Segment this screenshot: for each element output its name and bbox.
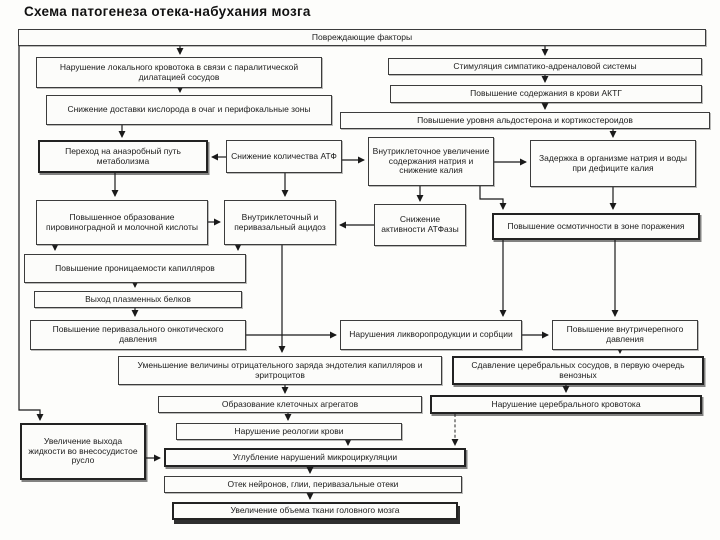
node-atpase-activity: Снижение активности АТФазы (374, 204, 466, 246)
node-aldosterone: Повышение уровня альдостерона и кортикос… (340, 112, 710, 129)
node-label: Нарушения ликворопродукции и сорбции (349, 329, 513, 340)
node-label: Уменьшение величины отрицательного заряд… (137, 359, 423, 380)
node-local-blood-flow: Нарушение локального кровотока в связи с… (36, 57, 322, 88)
node-label: Повышение внутричерепного давления (566, 324, 684, 344)
node-oncotic-pressure: Повышение перивазального онкотического д… (30, 320, 246, 350)
node-label: Переход на анаэробный путь метаболизма (65, 145, 181, 166)
node-label: Нарушение церебрального кровотока (491, 398, 641, 409)
node-intracellular-sodium: Внутриклеточное увеличение содержания на… (368, 137, 494, 186)
node-label: Выход плазменных белков (85, 293, 191, 304)
node-label: Увеличение объема ткани головного мозга (230, 505, 400, 516)
node-vessel-compression: Сдавление церебральных сосудов, в первую… (452, 356, 704, 385)
node-label: Нарушение реологии крови (234, 425, 344, 436)
node-label: Нарушение локального кровотока в связи с… (59, 61, 299, 82)
node-label: Повышение осмотичности в зоне поражения (507, 220, 685, 231)
node-cell-aggregates: Образование клеточных агрегатов (158, 396, 422, 413)
node-osmolarity-increase: Повышение осмотичности в зоне поражения (492, 213, 700, 240)
node-label: Повреждающие факторы (311, 31, 413, 42)
node-label: Углубление нарушений микроциркуляции (232, 451, 398, 462)
node-label: Снижение активности АТФазы (381, 214, 459, 234)
node-pyruvate-lactate: Повышенное образование пировиноградной и… (36, 200, 208, 245)
node-label: Повышенное образование пировиноградной и… (46, 211, 198, 232)
node-csf-production: Нарушения ликворопродукции и сорбции (340, 320, 522, 350)
node-blood-rheology: Нарушение реологии крови (176, 423, 402, 440)
node-cerebral-blood-flow: Нарушение церебрального кровотока (430, 395, 702, 414)
node-neuron-glia-edema: Отек нейронов, глии, перивазальные отеки (164, 476, 462, 493)
node-fluid-extravasation: Увеличение выхода жидкости во внесосудис… (20, 423, 146, 480)
node-sodium-water-retention: Задержка в организме натрия и воды при д… (530, 140, 696, 187)
node-plasma-proteins: Выход плазменных белков (34, 291, 242, 308)
node-label: Сдавление церебральных сосудов, в первую… (471, 359, 685, 380)
node-microcirculation: Углубление нарушений микроциркуляции (164, 448, 466, 467)
node-acidosis: Внутриклеточный и перивазальный ацидоз (224, 200, 336, 245)
node-label: Внутриклеточное увеличение содержания на… (372, 146, 490, 176)
node-oxygen-delivery: Снижение доставки кислорода в очаг и пер… (46, 95, 332, 125)
node-label: Снижение доставки кислорода в очаг и пер… (67, 104, 311, 115)
node-label: Стимуляция симпатико-адреналовой системы (453, 60, 637, 71)
node-label: Внутриклеточный и перивазальный ацидоз (234, 211, 326, 232)
node-brain-volume: Увеличение объема ткани головного мозга (172, 502, 458, 520)
node-label: Повышение перивазального онкотического д… (52, 324, 224, 344)
page-title: Схема патогенеза отека-набухания мозга (24, 4, 311, 19)
node-negative-charge: Уменьшение величины отрицательного заряд… (118, 356, 442, 385)
node-label: Повышение содержания в крови АКТГ (470, 88, 622, 99)
node-label: Увеличение выхода жидкости во внесосудис… (28, 436, 138, 466)
node-capillary-permeability: Повышение проницаемости капилляров (24, 254, 246, 283)
node-label: Повышение уровня альдостерона и кортикос… (417, 114, 633, 125)
node-acth: Повышение содержания в крови АКТГ (390, 85, 702, 103)
node-label: Задержка в организме натрия и воды при д… (539, 152, 687, 173)
node-anaerobic-metabolism: Переход на анаэробный путь метаболизма (38, 140, 208, 173)
node-damaging-factors: Повреждающие факторы (18, 29, 706, 46)
node-label: Повышение проницаемости капилляров (55, 262, 215, 273)
node-label: Снижение количества АТФ (231, 150, 337, 161)
node-intracranial-pressure: Повышение внутричерепного давления (552, 320, 698, 350)
node-label: Отек нейронов, глии, перивазальные отеки (227, 478, 399, 489)
node-atp-decrease: Снижение количества АТФ (226, 140, 342, 173)
node-label: Образование клеточных агрегатов (221, 398, 359, 409)
node-sympathoadrenal: Стимуляция симпатико-адреналовой системы (388, 58, 702, 75)
